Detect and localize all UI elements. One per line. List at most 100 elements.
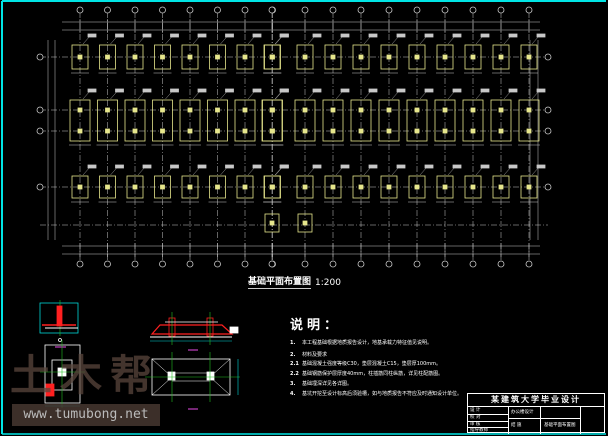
axis-bubble	[214, 260, 221, 268]
axis-bubble	[104, 6, 111, 14]
column-stub	[132, 54, 138, 60]
footing-label	[368, 33, 378, 38]
footing-label	[396, 164, 406, 169]
footing-label	[424, 164, 434, 169]
footing-label	[197, 33, 207, 38]
axis-bubble	[131, 6, 139, 14]
combined-footing-outline	[124, 99, 146, 142]
column-stub	[242, 54, 248, 60]
footing-outline	[209, 175, 226, 199]
combined-section-tag	[229, 326, 239, 334]
section-marker	[58, 338, 62, 342]
combined-footing-outline	[350, 99, 372, 142]
axis-bubble	[385, 6, 393, 14]
axis-bubble	[544, 183, 552, 191]
footing-label	[340, 164, 350, 169]
column-stub	[242, 128, 248, 134]
column-stub	[358, 128, 364, 134]
footing-outline	[324, 175, 342, 199]
axis-bubble	[497, 260, 505, 268]
footing-label	[312, 33, 322, 38]
combined-footing-outline	[234, 99, 256, 142]
axis-bubble	[268, 260, 276, 268]
combined-footing-outline	[378, 99, 400, 142]
column-stub	[269, 184, 275, 190]
column-stub	[442, 54, 448, 60]
footing-label	[424, 88, 434, 93]
tb-project: 办公楼设计	[511, 410, 534, 415]
note-number: 4.	[290, 391, 296, 397]
axis-bubble	[469, 6, 477, 14]
column-stub	[414, 54, 420, 60]
column-stub	[470, 54, 476, 60]
footing-label	[87, 164, 97, 169]
combined-footing-outline	[490, 99, 512, 142]
column-stub	[330, 128, 336, 134]
footing-outline	[436, 175, 454, 199]
axis-bubble	[441, 260, 449, 268]
note-text: 基础埋深详见各详图。	[302, 381, 353, 387]
note-text: 材料及要求	[302, 352, 328, 358]
column-stub	[187, 128, 193, 134]
footing-label	[87, 88, 97, 93]
footing-outline	[324, 44, 342, 70]
footing-label	[536, 33, 546, 38]
axis-bubble	[385, 260, 393, 268]
column-stub	[498, 54, 504, 60]
column-stub	[269, 220, 275, 226]
footing-label	[396, 33, 406, 38]
axis-bubble	[357, 6, 365, 14]
column-stub	[442, 107, 448, 113]
footing-label	[312, 88, 322, 93]
footing-label	[142, 88, 152, 93]
footing-label	[508, 33, 518, 38]
footing-outline	[263, 44, 281, 70]
footing-outline	[263, 175, 281, 199]
tb-row-label: 设 计	[470, 408, 481, 413]
footing-outline	[380, 44, 398, 70]
column-stub	[215, 128, 220, 134]
column-stub	[302, 128, 308, 134]
column-stub	[302, 54, 308, 60]
footing-outline	[520, 44, 538, 70]
footing-outline	[99, 175, 116, 199]
note-number: 2.2	[290, 371, 299, 377]
column-stub	[77, 128, 83, 134]
footing-outline	[408, 175, 426, 199]
tb-sheet-label: 结 施	[511, 423, 522, 428]
footing-label	[508, 88, 518, 93]
axis-bubble	[544, 53, 552, 61]
footing-label	[368, 164, 378, 169]
footing-outline	[99, 44, 116, 70]
column-stub	[160, 128, 165, 134]
watermark-url: www.tumubong.net	[12, 404, 160, 426]
footing-label	[170, 88, 179, 93]
note-text: 本工程基础根据地质报告设计，地基承载力特征值见说明。	[302, 340, 433, 346]
combined-footing-outline	[97, 99, 118, 142]
footing-outline	[71, 44, 89, 70]
axis-bubble	[76, 6, 84, 14]
footing-label	[536, 88, 546, 93]
footing-label	[170, 33, 179, 38]
tb-row-label: 校 对	[470, 415, 481, 420]
column-stub	[187, 54, 193, 60]
footing-outline	[464, 44, 482, 70]
column-stub	[132, 184, 138, 190]
combined-footing-outline	[261, 99, 283, 142]
axis-bubble	[214, 6, 221, 14]
footing-outline	[408, 44, 426, 70]
column-stub	[160, 54, 165, 60]
footing-label	[452, 33, 462, 38]
combined-footing-outline	[207, 99, 228, 142]
footing-label	[279, 33, 289, 38]
column-stub	[269, 128, 275, 134]
combined-plan-column	[167, 371, 176, 381]
axis-bubble	[76, 260, 84, 268]
footing-outline	[436, 44, 454, 70]
footing-label	[452, 164, 462, 169]
axis-bubble	[301, 260, 309, 268]
footing-label	[480, 33, 490, 38]
footing-outline	[296, 44, 314, 70]
footing-outline	[520, 175, 538, 199]
footing-label	[197, 88, 207, 93]
